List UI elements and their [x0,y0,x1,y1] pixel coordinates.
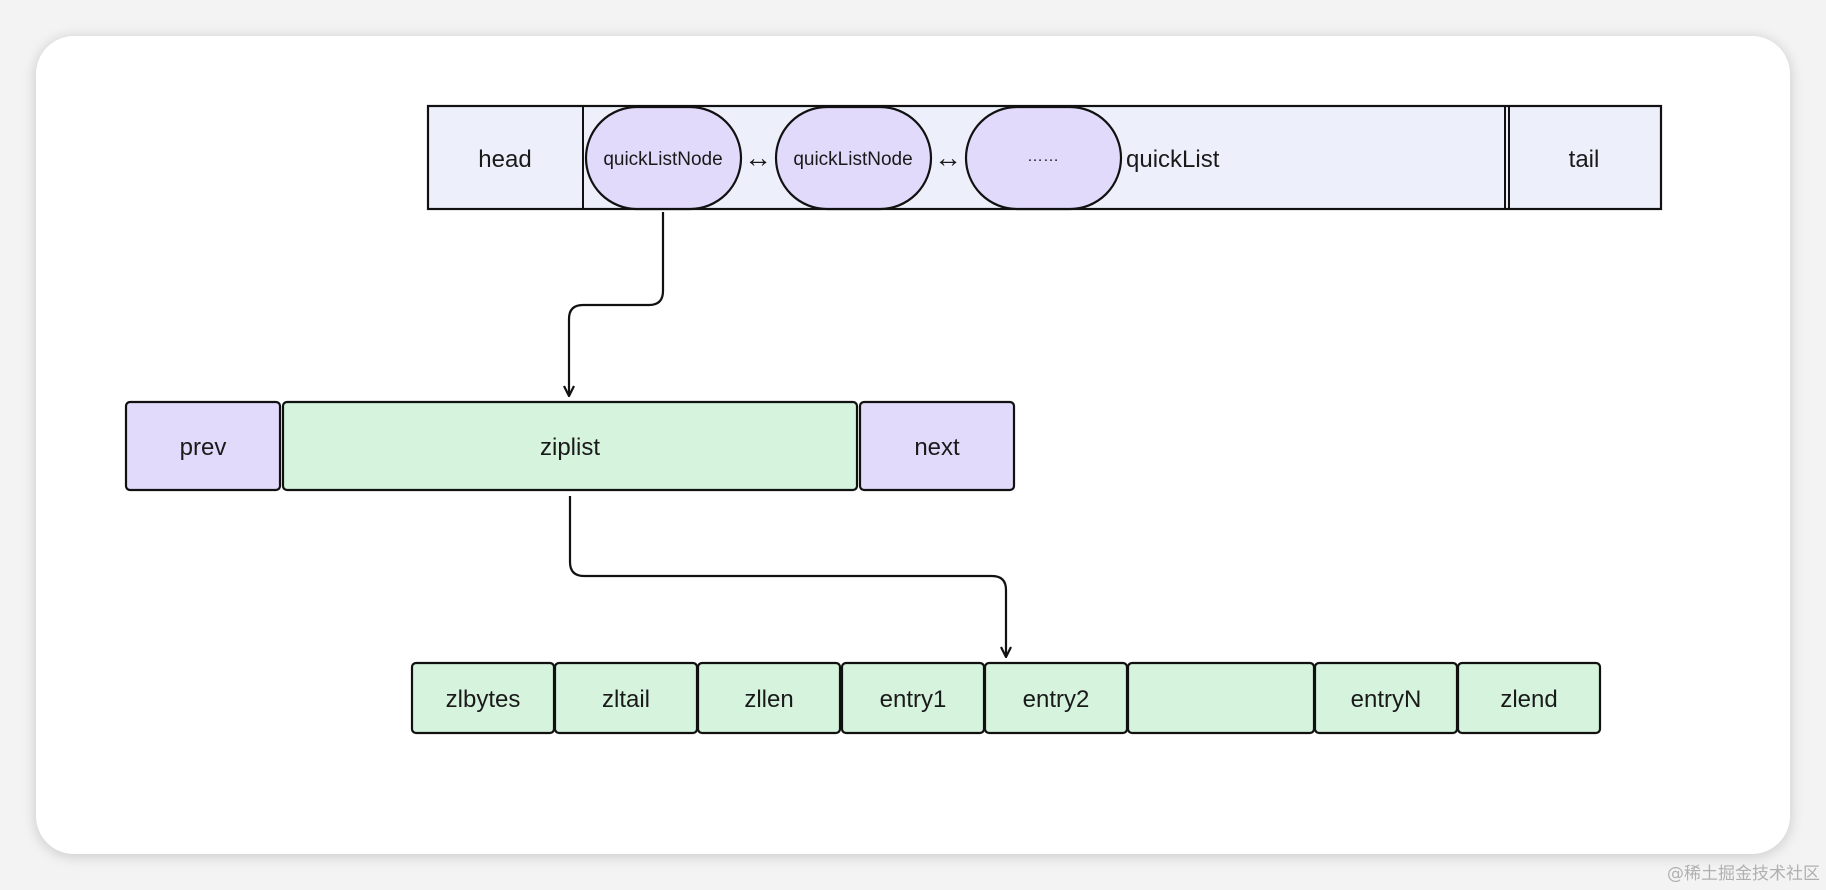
ziplist-cell [281,400,859,492]
entryN-label: entryN [1351,686,1422,713]
zllen-cell [696,661,842,735]
quicklist-head-label: head [478,146,531,173]
zltail-label: zltail [602,686,650,713]
entry2-label: entry2 [1023,686,1090,713]
next-cell [858,400,1016,492]
quicklistnode-1 [584,105,743,211]
ziplist-layout: zlbytes zltail zllen entry1 entry2 entry… [410,661,1602,735]
bidirectional-arrow-1: ↔ [744,142,772,173]
bidirectional-arrow-2: ↔ [934,142,962,173]
quicklistnode-ellipsis-label: …… [1027,148,1059,165]
entries-gap-cell [1126,661,1316,735]
zlend-label: zlend [1500,686,1557,713]
quicklist-structure: head tail quickList quickListNode ↔ quic… [426,104,1663,211]
quicklistnode-detail: prev ziplist next [124,400,1016,492]
ziplist-label: ziplist [540,434,600,461]
quicklistnode-2-label: quickListNode [793,149,912,170]
zlbytes-label: zlbytes [446,686,521,713]
zlend-cell [1456,661,1602,735]
quicklistnode-2 [774,105,933,211]
prev-label: prev [180,434,227,461]
quicklist-tail-label: tail [1569,146,1600,173]
quicklistnode-1-label: quickListNode [603,149,722,170]
connector-node-to-ziplist [569,212,665,396]
quicklist-label: quickList [1126,146,1220,173]
quicklistnode-ellipsis [964,105,1123,211]
watermark: @稀土掘金技术社区 [1667,864,1820,884]
prev-cell [124,400,282,492]
entry1-label: entry1 [880,686,947,713]
next-label: next [914,434,960,461]
connector-ziplist-to-entries [568,496,1006,657]
zllen-label: zllen [744,686,793,713]
